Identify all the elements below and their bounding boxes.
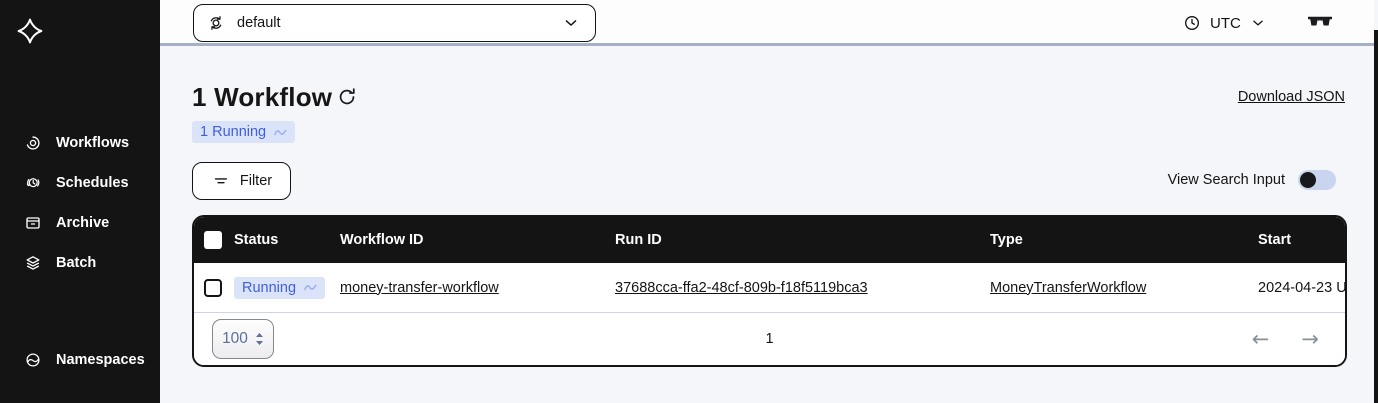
status-badge: Running bbox=[234, 276, 326, 299]
chevron-down-icon bbox=[561, 13, 581, 33]
batch-icon bbox=[23, 253, 43, 273]
workflow-id-link[interactable]: money-transfer-workflow bbox=[340, 279, 499, 296]
sidebar-item-label: Workflows bbox=[56, 135, 130, 151]
refresh-button[interactable] bbox=[336, 86, 358, 108]
sidebar-item-workflows[interactable]: Workflows bbox=[0, 123, 160, 163]
column-header-status: Status bbox=[234, 232, 279, 248]
column-header-workflow-id: Workflow ID bbox=[340, 232, 424, 248]
workflows-table: Status Workflow ID Run ID Type Start Run… bbox=[192, 215, 1347, 367]
status-label: Running bbox=[242, 279, 297, 296]
spinner-arrows-icon bbox=[255, 332, 264, 346]
sidebar-item-label: Schedules bbox=[56, 175, 129, 191]
sidebar-item-label: Batch bbox=[56, 255, 97, 271]
labs-mode-glasses-icon[interactable] bbox=[1306, 0, 1334, 46]
namespace-switcher-icon bbox=[205, 12, 227, 34]
namespace-selector[interactable]: default bbox=[193, 4, 596, 42]
workflow-type-link[interactable]: MoneyTransferWorkflow bbox=[990, 279, 1147, 296]
page-size-select[interactable]: 100 bbox=[212, 319, 274, 359]
running-pulse-icon bbox=[274, 128, 287, 137]
sidebar-nav: Workflows Schedules bbox=[0, 123, 160, 283]
filter-button[interactable]: Filter bbox=[192, 162, 291, 200]
sidebar-item-label: Archive bbox=[56, 215, 110, 231]
table-header-row: Status Workflow ID Run ID Type Start bbox=[194, 217, 1345, 263]
next-page-arrow[interactable]: → bbox=[1301, 327, 1319, 351]
timezone-value: UTC bbox=[1210, 14, 1241, 32]
temporal-logo-icon[interactable] bbox=[16, 17, 44, 45]
run-id-link[interactable]: 37688cca-ffa2-48cf-809b-f18f5119bca3 bbox=[615, 279, 868, 296]
column-header-run-id: Run ID bbox=[615, 232, 662, 248]
page-title: 1 Workflow bbox=[192, 82, 333, 112]
toggle-knob bbox=[1300, 172, 1316, 188]
start-time-cell: 2024-04-23 UTC bbox=[1258, 279, 1345, 296]
column-header-start: Start bbox=[1258, 232, 1292, 248]
table-row: Running money-transfer-workflow 37688cca… bbox=[194, 263, 1345, 313]
page-size-value: 100 bbox=[222, 330, 248, 347]
sidebar-item-namespaces[interactable]: Namespaces bbox=[0, 340, 160, 380]
namespaces-icon bbox=[23, 350, 43, 370]
previous-page-arrow[interactable]: ← bbox=[1251, 327, 1270, 351]
current-page-indicator: 1 bbox=[765, 331, 774, 347]
view-search-input-label: View Search Input bbox=[1167, 172, 1285, 188]
sidebar-nav-secondary: Namespaces bbox=[0, 340, 160, 380]
filter-button-label: Filter bbox=[239, 173, 273, 189]
sidebar: Workflows Schedules bbox=[0, 0, 160, 403]
right-edge-strip bbox=[1374, 30, 1378, 403]
sidebar-item-batch[interactable]: Batch bbox=[0, 243, 160, 283]
table-footer: 100 1 ← → bbox=[194, 313, 1345, 365]
topbar: default UTC bbox=[160, 0, 1374, 46]
view-search-input-control: View Search Input bbox=[1168, 170, 1336, 190]
clock-icon bbox=[1182, 13, 1202, 33]
column-header-type: Type bbox=[990, 232, 1023, 248]
schedules-icon bbox=[23, 173, 43, 193]
filter-icon bbox=[211, 171, 231, 191]
download-json-link[interactable]: Download JSON bbox=[1237, 89, 1345, 105]
running-count-badge[interactable]: 1 Running bbox=[192, 121, 296, 143]
namespace-selector-value: default bbox=[237, 15, 281, 31]
view-search-input-toggle[interactable] bbox=[1298, 170, 1336, 190]
sidebar-item-schedules[interactable]: Schedules bbox=[0, 163, 160, 203]
select-all-checkbox[interactable] bbox=[204, 231, 222, 249]
archive-icon bbox=[23, 213, 43, 233]
running-count-label: 1 Running bbox=[200, 124, 267, 140]
running-pulse-icon bbox=[304, 283, 317, 292]
timezone-selector[interactable]: UTC bbox=[1182, 0, 1267, 46]
row-checkbox[interactable] bbox=[204, 278, 222, 297]
chevron-down-icon bbox=[1249, 14, 1267, 32]
pagination-controls: ← → bbox=[1252, 313, 1319, 365]
workflows-icon bbox=[23, 133, 43, 153]
sidebar-item-archive[interactable]: Archive bbox=[0, 203, 160, 243]
sidebar-item-label: Namespaces bbox=[56, 352, 145, 368]
